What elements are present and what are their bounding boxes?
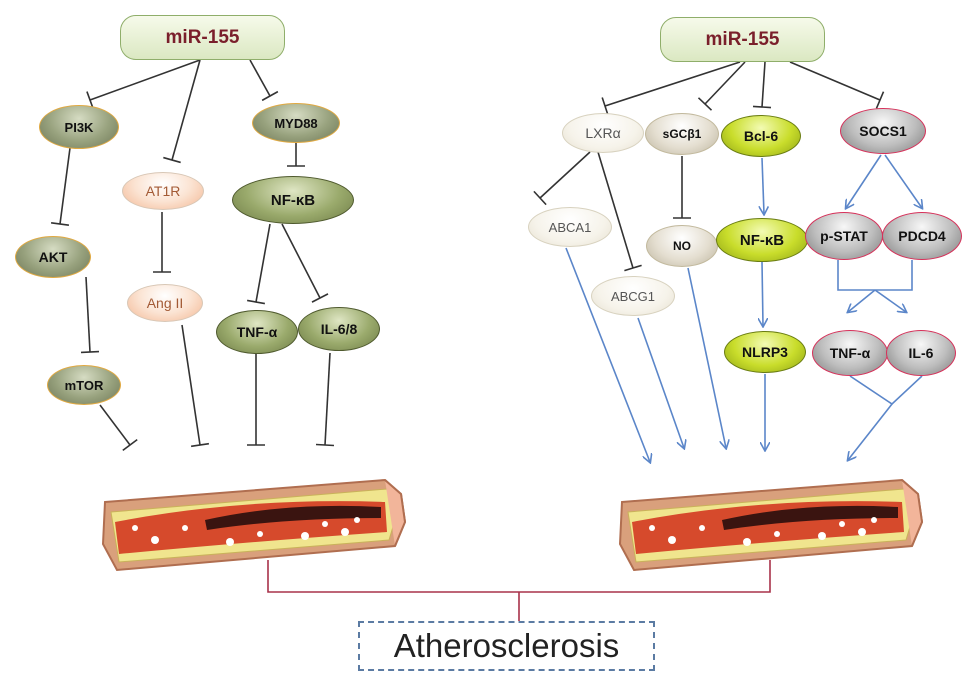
right-mir155-node: miR-155: [660, 17, 825, 62]
inhibition-bar: [311, 293, 329, 303]
inhibition-bar: [50, 222, 70, 226]
right-il6-node: IL-6: [886, 330, 956, 376]
activation-edges: [565, 154, 922, 462]
right-nfkb-node: NF-κB: [716, 218, 808, 262]
inhibition-edges: [50, 59, 885, 452]
right-pdcd4-node: PDCD4: [882, 212, 962, 260]
activation-arrow: [687, 267, 726, 448]
inhibition-bar: [80, 350, 100, 354]
left-tnfa-node: TNF-α: [216, 310, 298, 354]
activation-connector: [848, 289, 876, 312]
right-abca1-node: ABCA1: [528, 207, 612, 247]
inhibition-edge: [85, 276, 91, 353]
activation-arrow: [884, 154, 922, 208]
inhibition-edge: [761, 61, 766, 108]
left-ang2-node: Ang II: [127, 284, 203, 322]
activation-connector: [874, 289, 906, 312]
left-mtor-node: mTOR: [47, 365, 121, 405]
inhibition-bar: [190, 442, 210, 448]
inhibition-edge: [597, 151, 634, 269]
activation-arrow: [565, 247, 650, 462]
right-pstat-node: p-STAT: [805, 212, 883, 260]
inhibition-bar: [247, 299, 265, 305]
right-nlrp3-node: NLRP3: [724, 331, 806, 373]
left-nfkb-node: NF-κB: [232, 176, 354, 224]
inhibition-bar: [601, 97, 609, 115]
inhibition-bar: [163, 156, 181, 164]
right-bcl6-node: Bcl-6: [721, 115, 801, 157]
inhibition-bar: [752, 105, 772, 109]
left-akt-node: AKT: [15, 236, 91, 278]
inhibition-edge: [171, 59, 201, 161]
right-socs1-node: SOCS1: [840, 108, 926, 154]
right-abcg1-node: ABCG1: [591, 276, 675, 316]
inhibition-edge: [89, 59, 201, 101]
inhibition-edge: [704, 61, 746, 105]
right-no-node: NO: [646, 225, 718, 267]
left-il68-node: IL-6/8: [298, 307, 380, 351]
right-tnfa-node: TNF-α: [812, 330, 888, 376]
inhibition-edge: [604, 61, 741, 107]
inhibition-edge: [59, 147, 71, 225]
inhibition-edge: [324, 352, 331, 446]
inhibition-edge: [181, 324, 201, 446]
inhibition-bar: [315, 443, 335, 447]
activation-arrow: [762, 157, 764, 214]
inhibition-edge: [99, 404, 131, 446]
inhibition-bar: [624, 264, 642, 272]
inhibition-bar: [533, 190, 547, 206]
inhibition-bar: [875, 91, 885, 109]
inhibition-edge: [281, 223, 321, 299]
left-pi3k-node: PI3K: [39, 105, 119, 149]
left-mir155-node: miR-155: [120, 15, 285, 60]
inhibition-edge: [539, 151, 591, 199]
activation-arrow: [637, 317, 684, 448]
artery-vessel-right: [618, 478, 924, 572]
activation-arrow: [848, 403, 893, 460]
right-lxra-node: LXRα: [562, 113, 644, 153]
left-myd88-node: MYD88: [252, 103, 340, 143]
atherosclerosis-label: Atherosclerosis: [358, 621, 655, 671]
inhibition-bar: [261, 90, 279, 102]
left-at1r-node: AT1R: [122, 172, 204, 210]
activation-arrow: [762, 261, 763, 326]
inhibition-edge: [789, 61, 881, 101]
inhibition-edge: [249, 59, 271, 97]
activation-arrow: [846, 154, 882, 208]
inhibition-bar: [697, 97, 713, 111]
inhibition-edge: [255, 223, 271, 303]
right-sgcb1-node: sGCβ1: [645, 113, 719, 155]
inhibition-bar: [122, 438, 138, 452]
artery-vessel-left: [101, 478, 407, 572]
